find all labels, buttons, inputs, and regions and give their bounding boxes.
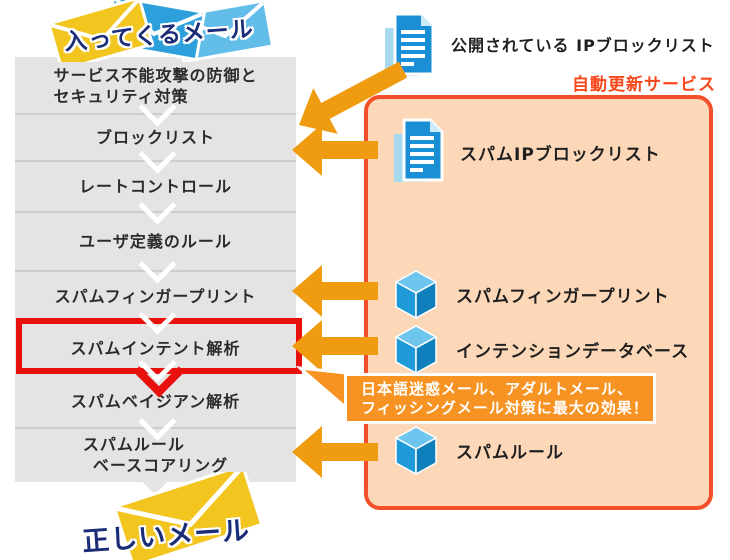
item-label: インテンションデータベース [456,341,690,362]
filter-pipeline-column [15,57,296,482]
item-label: 公開されている [451,36,570,55]
step-label: レートコントロール [78,177,232,196]
left-arrow-icon [292,124,378,176]
database-cube-icon [394,270,438,320]
step-divider [15,211,296,213]
database-cube-icon [394,426,438,476]
pipeline-step-spam-intent: スパムインテント解析 [15,322,296,375]
service-item-spam-fingerprint: スパムフィンガープリント [392,268,670,320]
callout-banner: 日本語迷惑メール、アダルトメール、 フィッシングメール対策に最大の効果！ [344,373,656,424]
clean-mail-envelope-icon [112,472,264,560]
step-label: スパムインテント解析 [70,339,241,358]
service-item-spam-rules: スパムルール [392,424,564,476]
step-label: ブロックリスト [95,128,215,147]
public-ip-blocklist-item: 公開されている IPブロックリスト [383,12,715,80]
callout-text: 日本語迷惑メール、アダルトメール、 [361,380,634,398]
pipeline-step-rule-scoring: スパムルール ベースコアリング [15,428,296,482]
database-cube-icon [394,325,438,375]
pipeline-step-user-rules: ユーザ定義のルール [15,212,296,271]
item-label: IPブロックリスト [576,36,715,55]
service-item-spam-ip-blocklist: スパムIPブロックリスト [392,118,661,186]
step-divider [15,270,296,272]
item-label: スパムルール [456,442,564,463]
pipeline-step-blocklist: ブロックリスト [15,114,296,161]
step-label: スパムルール [82,435,185,454]
step-label: サービス不能攻撃の防御と [53,65,258,85]
service-item-intention-database: インテンションデータベース [392,323,689,375]
step-label: ベースコアリング [92,456,229,475]
step-label: スパムフィンガープリント [54,287,257,306]
step-divider [15,427,296,429]
item-label: スパムIPブロックリスト [460,144,661,165]
documents-icon [394,118,444,182]
pipeline-step-dos-defense: サービス不能攻撃の防御と セキュリティ対策 [15,57,296,114]
step-label: スパムベイジアン解析 [70,392,241,411]
incoming-mail-envelopes-icon [46,0,275,62]
step-label: セキュリティ対策 [53,86,189,106]
diagonal-arrow-icon [299,61,408,134]
left-arrow-icon [292,320,378,372]
callout-text: フィッシングメール対策に最大の効果！ [361,399,649,417]
pipeline-step-spam-fingerprint: スパムフィンガープリント [15,271,296,322]
auto-update-title: 自動更新サービス [572,75,716,95]
left-arrow-icon [292,265,378,317]
left-arrow-icon [292,426,378,478]
pipeline-step-rate-control: レートコントロール [15,161,296,212]
item-label: スパムフィンガープリント [456,286,670,307]
pipeline-step-spam-bayesian: スパムベイジアン解析 [15,375,296,428]
step-divider [15,160,296,162]
step-label: ユーザ定義のルール [79,232,232,251]
step-divider [15,113,296,115]
